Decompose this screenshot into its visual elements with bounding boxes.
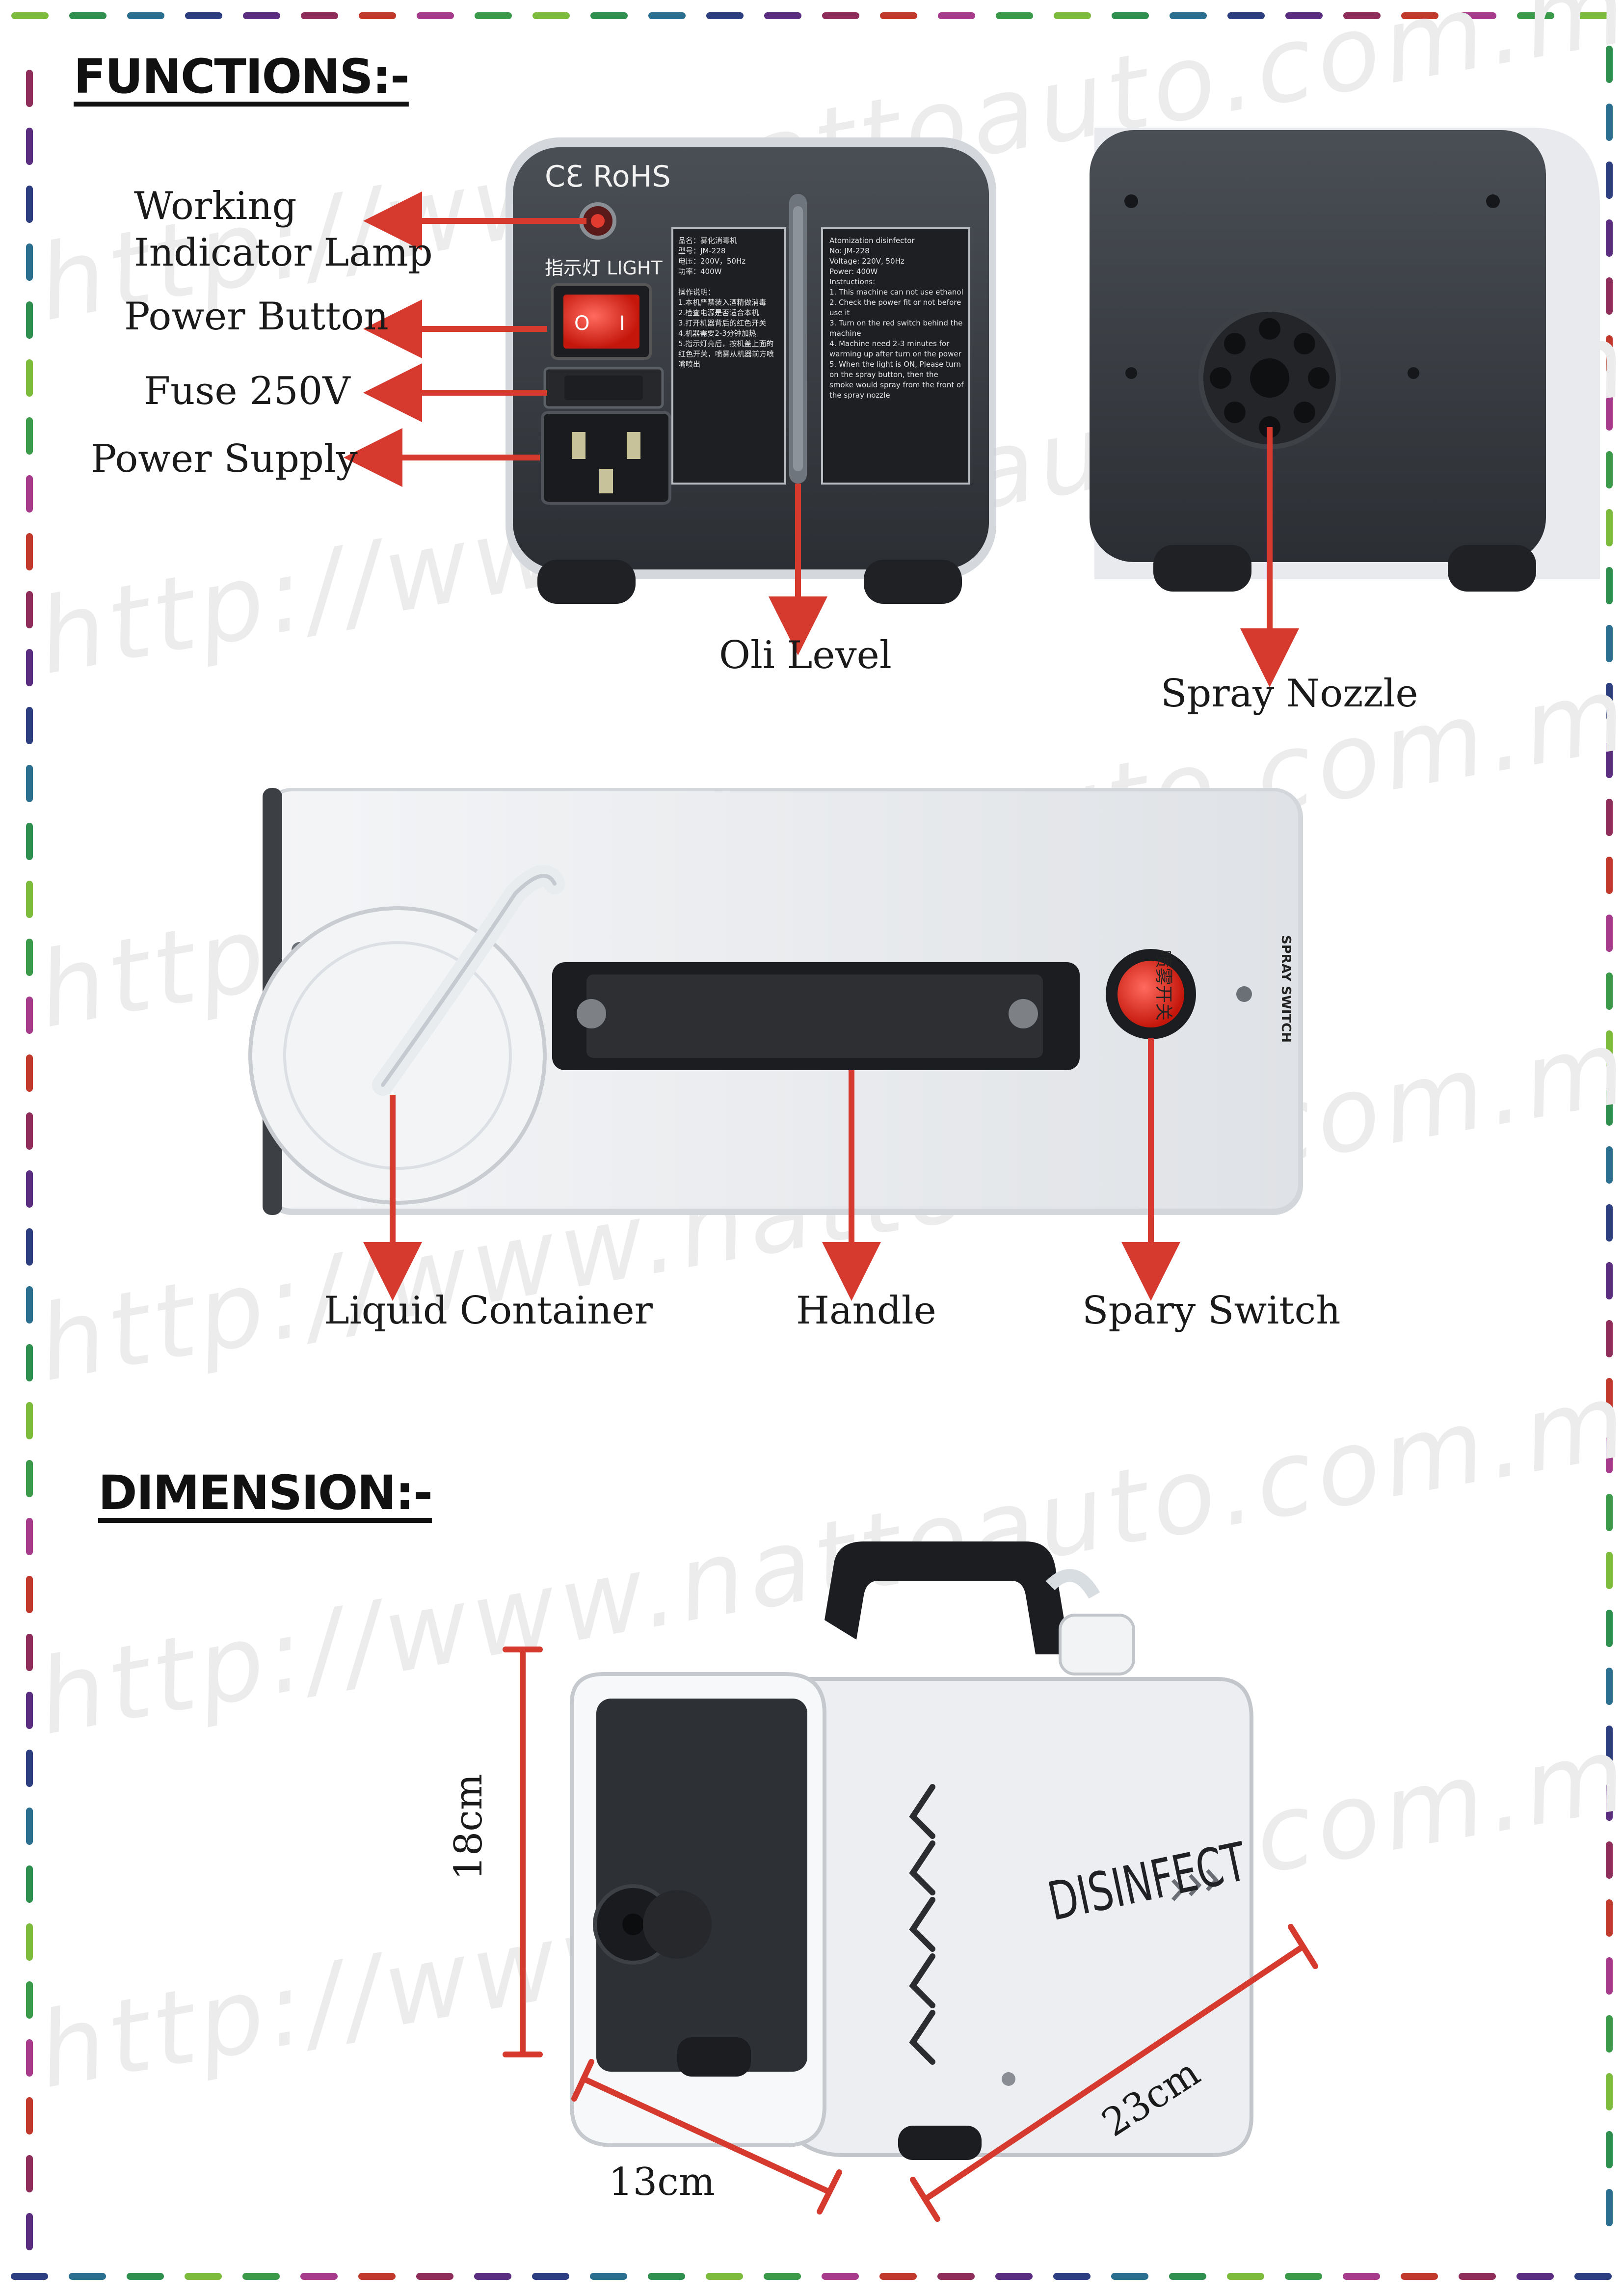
product-nozzle: [593, 1884, 712, 1965]
callout-spray-switch: Spary Switch: [1082, 1289, 1341, 1333]
callout-power-button: Power Button: [124, 295, 389, 339]
nameplate-chinese: 品名：雾化消毒机 型号：JM-228 电压：200V，50Hz 功率：400W …: [678, 236, 774, 369]
callout-working-indicator-lamp-line1: Working: [134, 184, 297, 228]
certification-marks: CƐ RoHS: [545, 160, 671, 194]
front-panel-image: [1090, 128, 1600, 592]
callout-liquid-container: Liquid Container: [324, 1289, 653, 1333]
spray-switch-label-chinese: 喷雾开关: [1153, 950, 1173, 1021]
product-perspective-image: [570, 1541, 1253, 2160]
dimension-width-label: 13cm: [609, 2160, 715, 2204]
dimension-heading: DIMENSION:-: [98, 1465, 433, 1520]
callout-fuse: Fuse 250V: [144, 369, 350, 413]
functions-heading: FUNCTIONS:-: [74, 49, 410, 104]
dimension-height-label: 18cm: [447, 1774, 491, 1880]
svg-text:I: I: [619, 312, 625, 335]
top-view-image: [248, 788, 1303, 1215]
callout-handle: Handle: [796, 1289, 936, 1333]
callout-spray-nozzle: Spray Nozzle: [1161, 672, 1418, 716]
spray-nozzle: [1198, 307, 1341, 449]
back-panel-image: O I: [506, 137, 996, 604]
liquid-container: [248, 865, 565, 1205]
nameplate-english: Atomization disinfector No: JM-228 Volta…: [829, 236, 964, 400]
carry-handle: [552, 962, 1080, 1070]
callout-power-supply: Power Supply: [91, 437, 358, 481]
callout-oil-level: Oli Level: [719, 633, 892, 677]
callout-working-indicator-lamp-line2: Indicator Lamp: [134, 231, 433, 275]
svg-text:O: O: [574, 312, 589, 335]
spray-switch-label-english: SPRAY SWITCH: [1278, 935, 1293, 1043]
spray-switch: [1106, 949, 1252, 1039]
light-label: 指示灯 LIGHT: [545, 257, 663, 279]
dimension-lines: [503, 1647, 1318, 2222]
callout-arrows: [344, 191, 1299, 1301]
